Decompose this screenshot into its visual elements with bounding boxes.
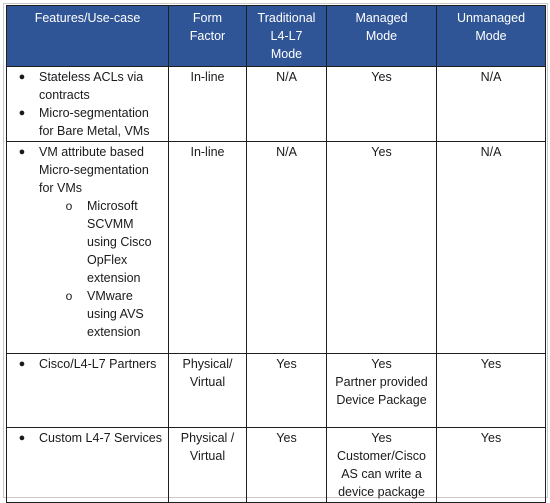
managed-text: Yes [371,145,392,159]
bullet-icon: ● [18,107,26,119]
form-factor-cell: Physical/ Virtual [168,353,247,428]
traditional-cell: Yes [246,427,327,503]
feature-text: Custom L4-7 Services [39,431,162,445]
traditional-cell: N/A [246,141,327,354]
header-managed-mode: Managed Mode [326,5,437,67]
header-form-factor-line: Form [192,11,223,25]
unmanaged-text: N/A [480,70,502,84]
bullet-icon: ● [18,71,26,83]
managed-text: Yes [371,70,392,84]
features-cell: ● Custom L4-7 Services [6,427,169,503]
managed-cell: Yes [326,66,437,142]
traditional-text: N/A [276,145,297,159]
bullet-icon: ● [18,358,26,370]
feature-text: Micro-segmentation for Bare Metal, VMs [39,106,150,138]
header-features-line: Features/Use-case [34,11,141,25]
header-unmanaged-line: Unmanaged [456,11,526,25]
header-traditional-line: Traditional [257,11,316,25]
header-row: Features/Use-case Form Factor Traditiona… [6,5,546,67]
header-features: Features/Use-case [6,5,169,67]
header-unmanaged-line: Mode [475,29,507,43]
unmanaged-cell: Yes [436,353,546,428]
form-factor-text: Virtual [189,375,226,389]
feature-list: ● VM attribute based Micro-segmentation … [11,143,164,341]
sub-feature-list: o Microsoft SCVMM using Cisco OpFlex ext… [39,197,164,341]
feature-list: ● Stateless ACLs via contracts ● Micro-s… [11,68,164,140]
traditional-text: N/A [276,70,297,84]
managed-text: Partner provided Device Package [335,375,428,407]
bullet-icon: ● [18,432,26,444]
bullet-icon: ● [18,146,26,158]
header-traditional-line: L4-L7 [270,29,303,43]
table-row: ● VM attribute based Micro-segmentation … [6,141,546,354]
table-row: ● Stateless ACLs via contracts ● Micro-s… [6,66,546,142]
list-item: ● Micro-segmentation for Bare Metal, VMs [19,104,164,140]
traditional-cell: N/A [246,66,327,142]
unmanaged-text: N/A [480,145,502,159]
feature-text: Cisco/L4-L7 Partners [39,357,157,371]
table-row: ● Cisco/L4-L7 Partners Physical/ Virtual… [6,353,546,428]
managed-text: Yes [371,431,392,445]
features-table: Features/Use-case Form Factor Traditiona… [6,5,546,503]
form-factor-text: In-line [190,145,225,159]
managed-cell: Yes Partner provided Device Package [326,353,437,428]
header-traditional-line: Mode [270,47,303,61]
header-managed-line: Managed [355,11,408,25]
sub-list-item: o VMware using AVS extension [66,287,164,341]
managed-text: Yes [371,357,392,371]
form-factor-text: Virtual [189,449,226,463]
traditional-cell: Yes [246,353,327,428]
features-cell: ● Cisco/L4-L7 Partners [6,353,169,428]
managed-text: Customer/Cisco AS can write a device pac… [337,449,426,499]
form-factor-text: Physical / [180,431,235,445]
unmanaged-cell: Yes [436,427,546,503]
feature-text: VM attribute based Micro-segmentation fo… [39,145,149,195]
form-factor-text: Physical/ [182,357,233,371]
sub-feature-text: VMware using AVS extension [87,289,144,339]
unmanaged-text: Yes [480,357,502,371]
feature-list: ● Cisco/L4-L7 Partners [11,355,164,373]
header-form-factor: Form Factor [168,5,247,67]
header-unmanaged-mode: Unmanaged Mode [436,5,546,67]
list-item: ● Custom L4-7 Services [19,429,164,447]
header-form-factor-line: Factor [189,29,226,43]
unmanaged-cell: N/A [436,66,546,142]
header-managed-line: Mode [365,29,398,43]
header-traditional-mode: Traditional L4-L7 Mode [246,5,327,67]
feature-list: ● Custom L4-7 Services [11,429,164,447]
managed-cell: Yes Customer/Cisco AS can write a device… [326,427,437,503]
traditional-text: Yes [276,357,297,371]
list-item: ● VM attribute based Micro-segmentation … [19,143,164,341]
feature-text: Stateless ACLs via contracts [39,70,144,102]
form-factor-cell: In-line [168,141,247,354]
features-cell: ● Stateless ACLs via contracts ● Micro-s… [6,66,169,142]
table-row: ● Custom L4-7 Services Physical / Virtua… [6,427,546,503]
list-item: ● Stateless ACLs via contracts [19,68,164,104]
hollow-bullet-icon: o [65,289,73,303]
list-item: ● Cisco/L4-L7 Partners [19,355,164,373]
form-factor-text: In-line [190,70,225,84]
features-cell: ● VM attribute based Micro-segmentation … [6,141,169,354]
sub-feature-text: Microsoft SCVMM using Cisco OpFlex exten… [87,199,152,285]
unmanaged-text: Yes [480,431,502,445]
form-factor-cell: In-line [168,66,247,142]
hollow-bullet-icon: o [65,199,73,213]
managed-cell: Yes [326,141,437,354]
form-factor-cell: Physical / Virtual [168,427,247,503]
traditional-text: Yes [276,431,297,445]
sub-list-item: o Microsoft SCVMM using Cisco OpFlex ext… [66,197,164,287]
unmanaged-cell: N/A [436,141,546,354]
